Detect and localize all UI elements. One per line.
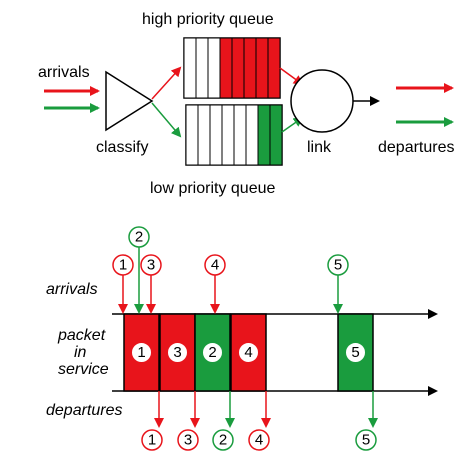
service-box-number: 5 (351, 344, 359, 361)
high-priority-queue-label: high priority queue (142, 11, 274, 28)
arrival-packet-5: 5 (327, 254, 349, 314)
departure-number: 4 (255, 432, 263, 449)
departure-circle (141, 429, 163, 451)
service-box-number: 4 (244, 344, 252, 361)
classifier-to-low-arrow (151, 102, 182, 138)
low-queue-slot (209, 104, 223, 166)
arrival-number: 5 (334, 257, 342, 274)
low-priority-queue-label: low priority queue (150, 180, 276, 197)
arrival-packet-4: 4 (204, 254, 226, 314)
classifier-triangle (105, 70, 154, 132)
low-queue-slot (269, 104, 283, 166)
low-queue-slot (245, 104, 259, 166)
classifier-to-high-arrow (151, 66, 182, 100)
arrival-circle (128, 226, 150, 248)
service-box-packet-4: 4 (230, 313, 267, 392)
timeline-departures-label: departures (46, 402, 123, 419)
arrival-packet-3: 3 (140, 254, 162, 314)
high-queue-slot (183, 37, 197, 99)
low-queue-slot (233, 104, 247, 166)
service-label-line-3: service (58, 361, 109, 378)
service-box-circle (239, 343, 258, 362)
high-queue-slot (207, 37, 221, 99)
service-box-packet-2: 2 (194, 313, 231, 392)
arrival-circle (140, 254, 162, 276)
queue-schematic: high priority queue arrivals classify li… (38, 11, 455, 197)
service-label-line-2: in (74, 344, 87, 361)
low-priority-queue (185, 104, 283, 166)
arrival-packet-1: 1 (112, 254, 134, 314)
departure-circle (177, 429, 199, 451)
low-queue-slot (257, 104, 271, 166)
service-box-circle (168, 343, 187, 362)
arrival-number: 3 (147, 257, 155, 274)
departure-number: 2 (219, 432, 227, 449)
high-queue-slot (255, 37, 269, 99)
arrivals-label: arrivals (38, 64, 90, 81)
arrival-circle (204, 254, 226, 276)
departure-packet-2: 2 (212, 391, 235, 451)
classify-label: classify (96, 139, 148, 156)
departure-packet-3: 3 (177, 391, 200, 451)
departure-circle (212, 429, 234, 451)
low-queue-slot (221, 104, 235, 166)
departure-number: 1 (148, 432, 156, 449)
service-label-line-1: packet (57, 327, 106, 344)
departure-packet-1: 1 (141, 391, 164, 451)
departure-number: 3 (184, 432, 192, 449)
departure-packet-5: 5 (355, 391, 378, 451)
high-queue-slot (231, 37, 245, 99)
departure-number: 5 (362, 432, 370, 449)
service-box-rect (123, 313, 160, 392)
arrival-number: 2 (135, 229, 143, 246)
arrival-number: 4 (211, 257, 219, 274)
service-box-number: 2 (208, 344, 216, 361)
arrival-number: 1 (119, 257, 127, 274)
service-box-packet-5: 5 (337, 313, 374, 392)
arrival-circle (327, 254, 349, 276)
departure-packet-4: 4 (248, 391, 271, 451)
timeline-diagram: arrivals packet in service departures 1 3… (46, 226, 438, 451)
service-box-number: 1 (137, 344, 145, 361)
service-box-circle (203, 343, 222, 362)
low-queue-slot (197, 104, 211, 166)
high-queue-slot (243, 37, 257, 99)
high-queue-slot (219, 37, 233, 99)
arrival-circle (112, 254, 134, 276)
high-queue-slot (195, 37, 209, 99)
service-box-packet-1: 1 (123, 313, 160, 392)
link-label: link (307, 139, 332, 156)
service-box-circle (346, 343, 365, 362)
service-box-circle (132, 343, 151, 362)
service-box-packet-3: 3 (159, 313, 196, 392)
service-box-number: 3 (173, 344, 181, 361)
arrival-packet-2: 2 (128, 226, 150, 314)
timeline-arrivals-label: arrivals (46, 281, 98, 298)
link-circle (290, 69, 354, 133)
high-priority-queue (183, 37, 281, 99)
low-queue-slot (185, 104, 199, 166)
departure-circle (248, 429, 270, 451)
departure-circle (355, 429, 377, 451)
departures-label: departures (378, 139, 455, 156)
high-queue-slot (267, 37, 281, 99)
